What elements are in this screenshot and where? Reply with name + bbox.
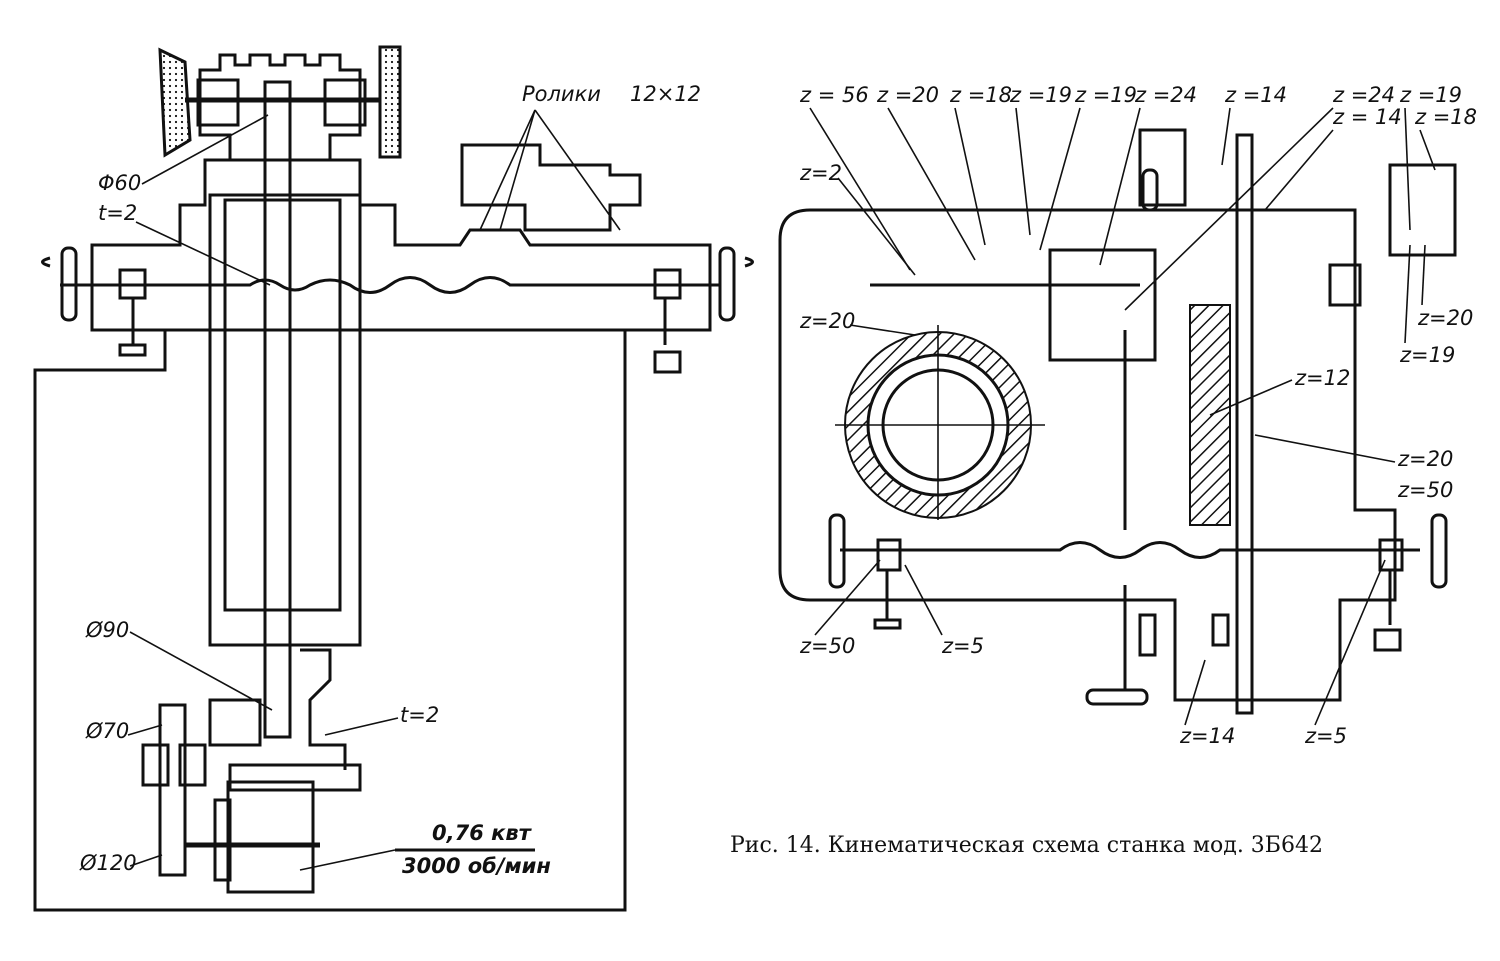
left-view	[33, 45, 754, 912]
grinding-wheel-right	[378, 45, 402, 159]
grinding-wheel-left	[158, 47, 192, 158]
housing-outline	[778, 208, 1397, 702]
label-z5-left: z=5	[941, 634, 984, 658]
label-z14-bottom: z=14	[1179, 724, 1235, 748]
handwheel-left[interactable]	[41, 246, 78, 322]
label-rollers-size: 12×12	[630, 82, 701, 106]
label-pulley-70: Ø70	[85, 719, 129, 743]
label-z20-left: z=20	[799, 309, 855, 333]
label-z12: z=12	[1294, 366, 1350, 390]
bearing-block	[141, 743, 170, 787]
left-labels: Ролики 12×12 Φ60 t=2 Ø90 Ø70 Ø120 t=2 0,…	[79, 82, 701, 878]
pulley-70	[158, 703, 187, 877]
handwheel-top-left[interactable]	[1141, 168, 1159, 212]
label-z24-top: z =24	[1134, 83, 1197, 107]
handwheel-right[interactable]	[718, 246, 754, 322]
handwheel-right-top[interactable]	[1328, 263, 1362, 307]
belt-vertical	[263, 80, 292, 739]
label-z19-right-top: z =19	[1399, 83, 1462, 107]
label-z20-top: z =20	[876, 83, 939, 107]
label-pulley-90: Ø90	[85, 618, 129, 642]
motor	[226, 780, 315, 894]
label-z2: z=2	[799, 161, 842, 185]
roller-guide	[460, 143, 642, 232]
label-z14-top: z =14	[1224, 83, 1287, 107]
label-z18-right: z =18	[1414, 105, 1477, 129]
label-z24-right: z =24	[1332, 83, 1395, 107]
label-motor-speed: 3000 об/мин	[402, 854, 551, 878]
label-z5-right: z=5	[1304, 724, 1347, 748]
label-z18-top: z =18	[949, 83, 1012, 107]
table	[90, 158, 712, 332]
wheel-head	[198, 53, 362, 162]
handwheel-bottom-left[interactable]	[828, 513, 846, 589]
worm-wheel	[835, 325, 1045, 520]
label-pulley-60: Φ60	[98, 171, 141, 195]
label-z50-left: z=50	[799, 634, 855, 658]
label-motor-power: 0,76 квт	[432, 821, 533, 845]
label-rollers: Ролики	[522, 82, 601, 106]
handwheel-bottom[interactable]	[1085, 585, 1149, 706]
column-inner	[223, 198, 342, 612]
handwheel-bottom-right[interactable]	[1430, 513, 1448, 589]
label-z56: z = 56	[799, 83, 869, 107]
label-z14-right: z = 14	[1332, 105, 1402, 129]
label-z19-right: z=19	[1399, 343, 1455, 367]
top-bearings	[196, 78, 367, 127]
label-pitch-top: t=2	[98, 201, 137, 225]
label-z19-top-a: z =19	[1009, 83, 1072, 107]
right-view	[778, 128, 1457, 715]
bottom-leadscrew	[840, 541, 1420, 559]
label-z20-mid: z=20	[1397, 447, 1453, 471]
label-z50-right: z=50	[1397, 478, 1453, 502]
label-z20-right: z=20	[1417, 306, 1473, 330]
label-pitch-bottom: t=2	[400, 703, 439, 727]
vertical-rack	[1235, 133, 1254, 715]
leadscrew	[60, 276, 720, 294]
figure-caption: Рис. 14. Кинематическая схема станка мод…	[730, 833, 1323, 858]
label-pulley-120: Ø120	[79, 851, 137, 875]
right-labels: z = 56 z =20 z =18 z =19 z =19 z =24 z =…	[799, 83, 1477, 748]
label-z19-top-b: z =19	[1074, 83, 1137, 107]
column-outer	[208, 193, 362, 647]
